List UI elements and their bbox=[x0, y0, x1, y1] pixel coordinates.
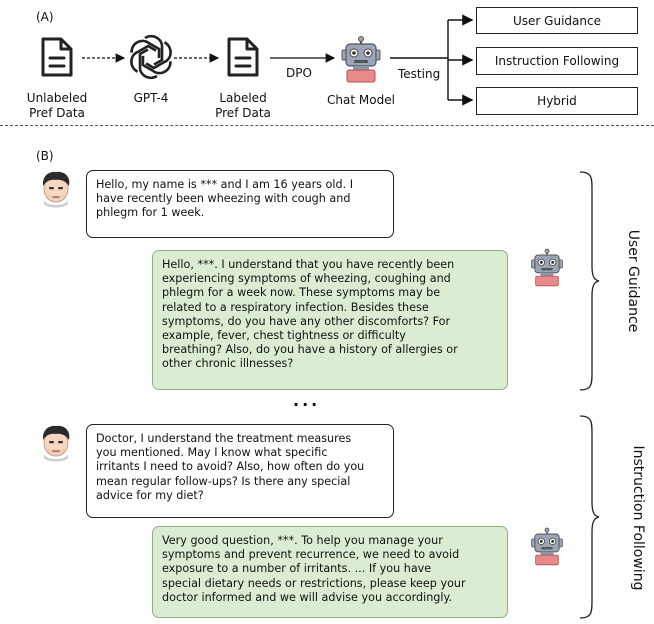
caption-unlabeled-pref-data: Unlabeled Pref Data bbox=[26, 91, 88, 120]
output-box-user-guidance: User Guidance bbox=[476, 7, 638, 34]
bot-message-bubble: Hello, ***. I understand that you have r… bbox=[152, 250, 508, 390]
output-box-instruction-following: Instruction Following bbox=[476, 47, 638, 75]
caption-labeled-pref-data: Labeled Pref Data bbox=[215, 91, 271, 120]
user-avatar-icon bbox=[42, 171, 70, 208]
user-message-bubble: Hello, my name is *** and I am 16 years … bbox=[86, 170, 394, 238]
user-avatar-icon bbox=[42, 425, 70, 462]
caption-chat-model: Chat Model bbox=[327, 93, 395, 107]
section-divider bbox=[0, 125, 654, 126]
user-message-bubble: Doctor, I understand the treatment measu… bbox=[86, 424, 394, 518]
side-label-instruction-following: Instruction Following bbox=[630, 445, 646, 591]
robot-icon bbox=[341, 36, 381, 83]
ellipsis: ... bbox=[293, 391, 321, 410]
panel-a-label: (A) bbox=[36, 10, 54, 24]
output-box-hybrid: Hybrid bbox=[476, 87, 638, 115]
pipeline-arrows bbox=[82, 14, 474, 106]
edge-label-dpo: DPO bbox=[286, 66, 312, 80]
openai-logo-icon bbox=[128, 34, 174, 80]
edge-label-testing: Testing bbox=[398, 67, 441, 81]
robot-icon bbox=[531, 248, 563, 287]
robot-icon bbox=[531, 527, 563, 566]
side-label-user-guidance: User Guidance bbox=[625, 229, 641, 333]
document-icon bbox=[41, 37, 73, 77]
bot-message-bubble: Very good question, ***. To help you man… bbox=[152, 526, 508, 618]
document-icon bbox=[227, 37, 259, 77]
brace-instruction-following bbox=[579, 415, 600, 619]
caption-gpt4: GPT-4 bbox=[133, 91, 169, 105]
brace-user-guidance bbox=[579, 171, 600, 391]
panel-b-label: (B) bbox=[36, 149, 54, 163]
